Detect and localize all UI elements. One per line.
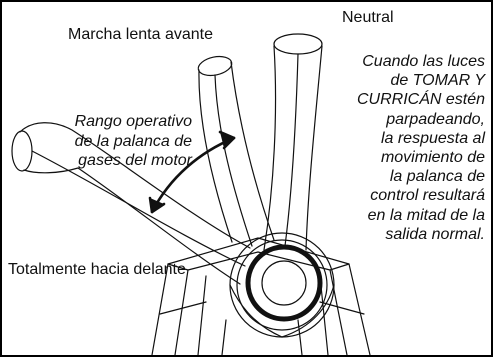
note-line: Cuando las luces xyxy=(362,53,485,70)
operating-range-arrow xyxy=(148,130,236,214)
label-slow-forward: Marcha lenta avante xyxy=(68,26,213,43)
control-housing xyxy=(151,237,371,355)
trolling-note: Cuando las luces de TOMAR Y CURRICÁN est… xyxy=(357,52,485,244)
note-line: parpadeando, xyxy=(386,110,485,128)
operating-range-line: Rango operativo xyxy=(74,113,192,130)
note-line: control resultará xyxy=(370,187,485,205)
note-line: la respuesta al xyxy=(380,129,485,147)
lever-neutral xyxy=(263,33,323,251)
note-line: la palanca de xyxy=(389,168,485,186)
note-line: de TOMAR Y xyxy=(390,72,485,90)
label-full-forward: Totalmente hacia delante xyxy=(8,261,186,278)
label-operating-range: Rango operativo de la palanca de gases d… xyxy=(52,112,192,171)
note-line: CURRICÁN estén xyxy=(356,91,485,109)
note-line: en la mitad de la xyxy=(367,206,485,224)
lever-hub xyxy=(229,232,335,338)
operating-range-line: gases del motor xyxy=(78,152,192,169)
label-neutral: Neutral xyxy=(342,9,394,26)
operating-range-line: de la palanca de xyxy=(74,132,192,150)
note-line: salida normal. xyxy=(385,225,485,243)
lever-full-forward xyxy=(11,122,251,285)
note-line: movimiento de xyxy=(380,149,485,167)
